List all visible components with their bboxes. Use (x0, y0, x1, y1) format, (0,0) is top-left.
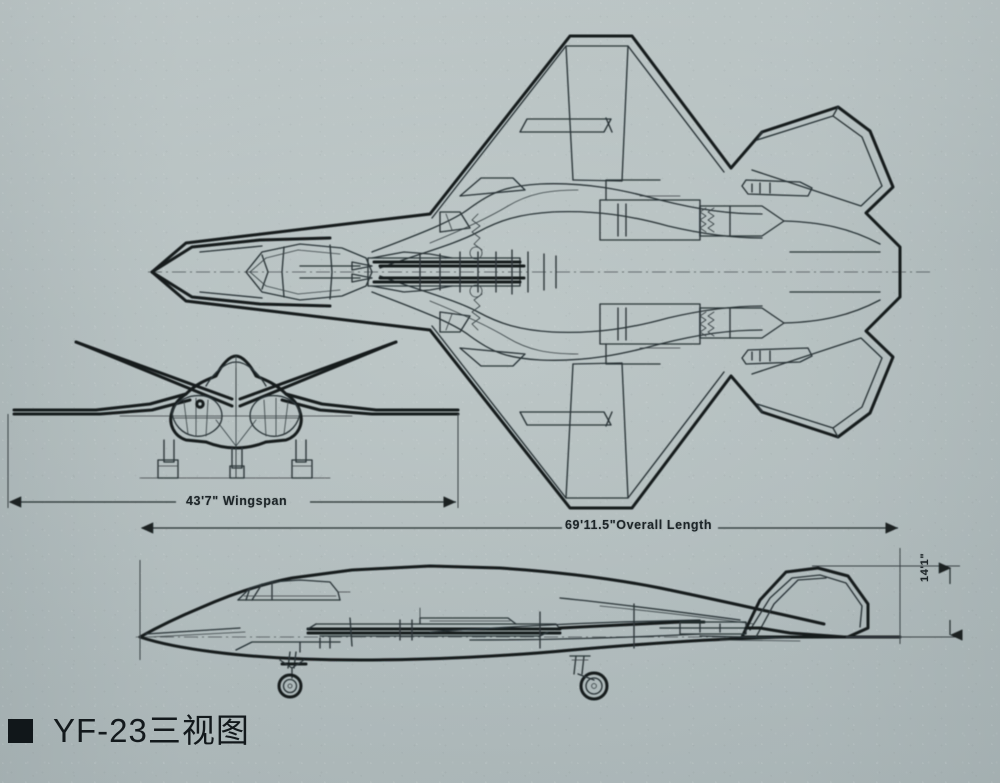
caption-text: YF-23三视图 (53, 712, 250, 749)
dimension-lines (7, 414, 963, 660)
height-dimension-label: 14'1" (919, 552, 931, 582)
caption-bullet-icon (8, 718, 33, 743)
front-view (12, 340, 460, 479)
plan-view (148, 34, 930, 510)
overall-length-dimension-label: 69'11.5"Overall Length (565, 518, 713, 532)
wingspan-dimension-label: 43'7" Wingspan (186, 494, 288, 508)
caption: YF-23三视图 (8, 714, 250, 747)
side-view (136, 564, 906, 701)
